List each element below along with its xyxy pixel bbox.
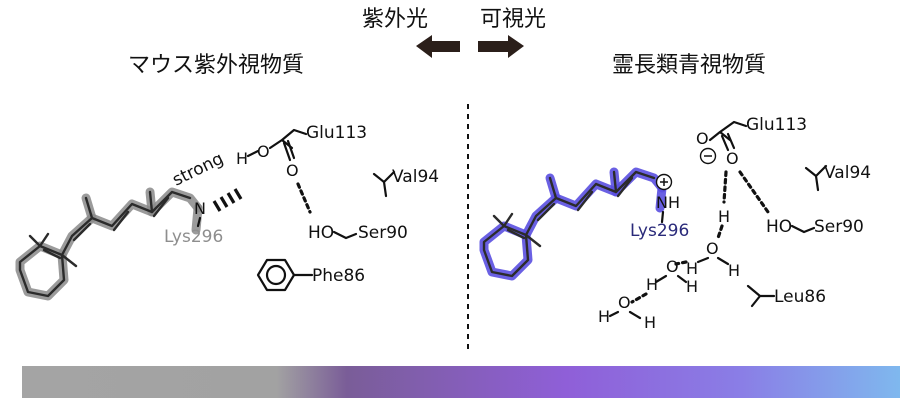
water3-h1-atom: H xyxy=(598,307,610,326)
water1-h1-atom: H xyxy=(686,259,698,278)
left-val-label: Val94 xyxy=(392,167,439,187)
left-n-atom: N xyxy=(194,199,206,218)
water3-h2-atom: H xyxy=(644,313,656,332)
right-h-atom: H xyxy=(718,207,730,226)
right-ser-bond xyxy=(790,224,816,234)
right-ho-label: HO xyxy=(766,217,792,237)
left-ser-bond xyxy=(332,230,358,240)
left-glu-bonds xyxy=(268,128,308,150)
right-val-label: Val94 xyxy=(824,163,871,183)
water3-bond-b xyxy=(628,310,642,320)
spectrum-bar xyxy=(22,366,900,398)
right-lys-label: Lys296 xyxy=(630,221,689,241)
visible-light-label: 可視光 xyxy=(480,7,546,32)
water2-bond-b xyxy=(676,274,688,284)
left-val-bonds xyxy=(372,170,396,198)
left-lys-bond xyxy=(196,216,202,228)
aromatic-circle xyxy=(265,264,287,286)
left-h-o-bond xyxy=(246,149,260,158)
uv-light-label: 紫外光 xyxy=(362,7,428,32)
right-panel-title: 霊長類青視物質 xyxy=(612,53,766,78)
left-retinal xyxy=(15,187,203,301)
right-ser-label: Ser90 xyxy=(814,217,864,237)
water2-h1-atom: H xyxy=(646,275,658,294)
right-carbonyl xyxy=(720,132,736,152)
left-ser-label: Ser90 xyxy=(358,223,408,243)
water2-bond-a xyxy=(654,274,668,284)
left-lys-label: Lys296 xyxy=(164,227,223,247)
water3-o-atom: O xyxy=(618,293,631,312)
right-o-h-hbond xyxy=(722,170,728,204)
left-ho-label: HO xyxy=(308,223,334,243)
right-retinal xyxy=(479,167,667,281)
left-phe-label: Phe86 xyxy=(312,266,365,286)
arrow-left-icon xyxy=(416,35,460,58)
right-glu-bonds xyxy=(708,120,748,142)
left-panel-title: マウス紫外視物質 xyxy=(128,53,304,78)
left-h-atom: H xyxy=(236,149,248,168)
right-glu-label: Glu113 xyxy=(746,115,807,135)
right-o1-atom: O xyxy=(696,129,709,148)
right-val-bonds xyxy=(804,164,828,192)
right-ser-hbond xyxy=(738,170,770,214)
water2-o-atom: O xyxy=(666,257,679,276)
left-o2-atom: O xyxy=(286,161,299,180)
water1-water2-hbond xyxy=(674,260,688,266)
plus-sign xyxy=(660,178,668,186)
water2-h2-atom: H xyxy=(686,277,698,296)
benzene-ring-icon xyxy=(256,258,296,292)
right-leu-label: Leu86 xyxy=(774,287,826,307)
arrow-right-icon xyxy=(478,35,524,58)
right-leu-bonds xyxy=(746,284,776,308)
water1-h2-atom: H xyxy=(728,261,740,280)
left-carbonyl xyxy=(282,139,296,162)
strong-hbond xyxy=(212,188,243,212)
water1-o-atom: O xyxy=(706,239,719,258)
water3-bond-a xyxy=(608,310,620,318)
left-o1-atom: O xyxy=(257,142,270,161)
left-ser-hbond xyxy=(296,182,312,214)
water1-bond-b xyxy=(716,256,730,266)
water1-bond-a xyxy=(696,256,710,264)
right-o2-atom: O xyxy=(726,149,739,168)
left-glu-label: Glu113 xyxy=(306,123,367,143)
right-h-w1-hbond xyxy=(716,224,724,240)
right-lys-bond xyxy=(660,210,665,224)
right-nh-atom: NH xyxy=(656,193,680,212)
water2-water3-hbond xyxy=(630,292,648,304)
strong-label: strong xyxy=(169,149,226,191)
